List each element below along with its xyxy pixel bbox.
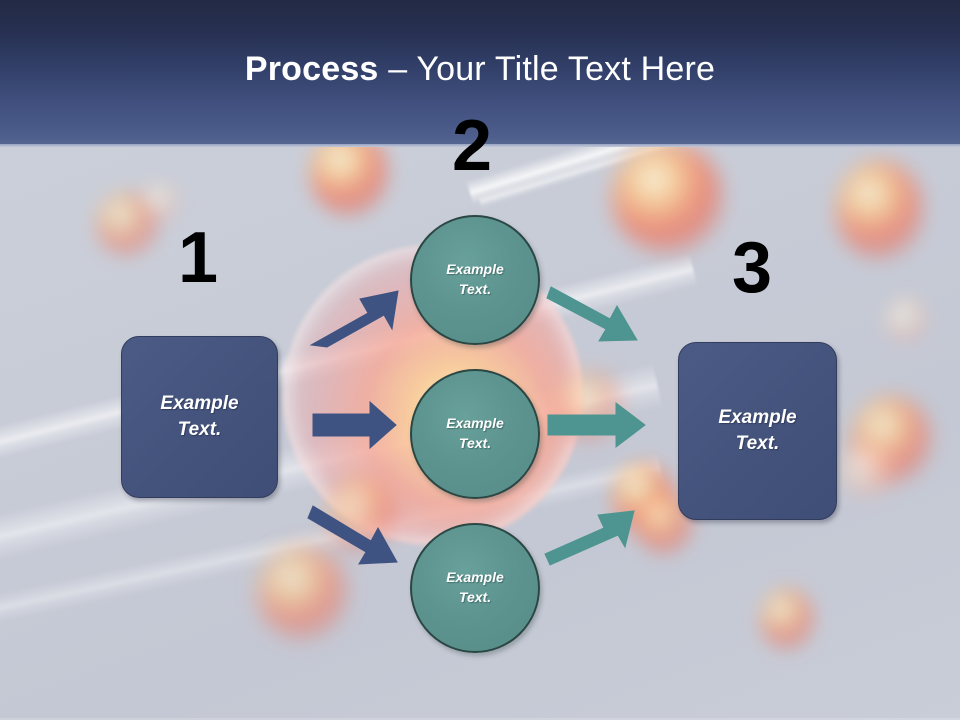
start-box-label-line1: Example [160, 393, 239, 415]
page-title: Process – Your Title Text Here [0, 48, 960, 90]
page-title-strong: Process [244, 50, 379, 88]
process-circle-1-label: Example Text. [446, 260, 504, 299]
arrow-circle-1-to-end[interactable] [546, 286, 638, 342]
arrow-start-to-circle-1[interactable] [309, 290, 399, 348]
start-box[interactable]: Example Text. [121, 336, 278, 498]
process-circle-3-line2: Text. [458, 589, 492, 605]
end-box[interactable]: Example Text. [678, 342, 837, 520]
arrow-circle-2-to-end[interactable] [547, 401, 646, 449]
start-box-label: Example Text. [160, 391, 238, 442]
process-circle-2-label: Example Text. [446, 414, 504, 453]
process-circle-1[interactable]: Example Text. [410, 215, 540, 345]
arrow-circle-3-to-end[interactable] [544, 510, 635, 566]
end-box-label-line1: Example [718, 407, 797, 429]
process-circle-3-label: Example Text. [446, 568, 504, 607]
process-circle-3[interactable]: Example Text. [410, 523, 540, 653]
start-box-label-line2: Text. [177, 419, 222, 440]
end-box-label: Example Text. [718, 405, 796, 456]
process-circle-2-line2: Text. [458, 435, 492, 451]
process-circle-2-line1: Example [446, 415, 504, 432]
arrow-start-to-circle-3[interactable] [307, 505, 398, 565]
page-title-rest: – Your Title Text Here [378, 50, 716, 88]
step-number-2: 2 [451, 106, 493, 186]
process-circle-1-line2: Text. [458, 281, 492, 297]
process-circle-3-line1: Example [446, 569, 504, 586]
step-number-3: 3 [731, 228, 773, 308]
process-circle-2[interactable]: Example Text. [410, 369, 540, 499]
slide-footer-edge [0, 718, 960, 720]
process-circle-1-line1: Example [446, 261, 504, 278]
arrow-start-to-circle-2[interactable] [312, 400, 397, 450]
title-bar [0, 0, 960, 144]
step-number-1: 1 [177, 218, 219, 298]
end-box-label-line2: Text. [735, 433, 780, 454]
title-bar-divider [0, 144, 960, 147]
